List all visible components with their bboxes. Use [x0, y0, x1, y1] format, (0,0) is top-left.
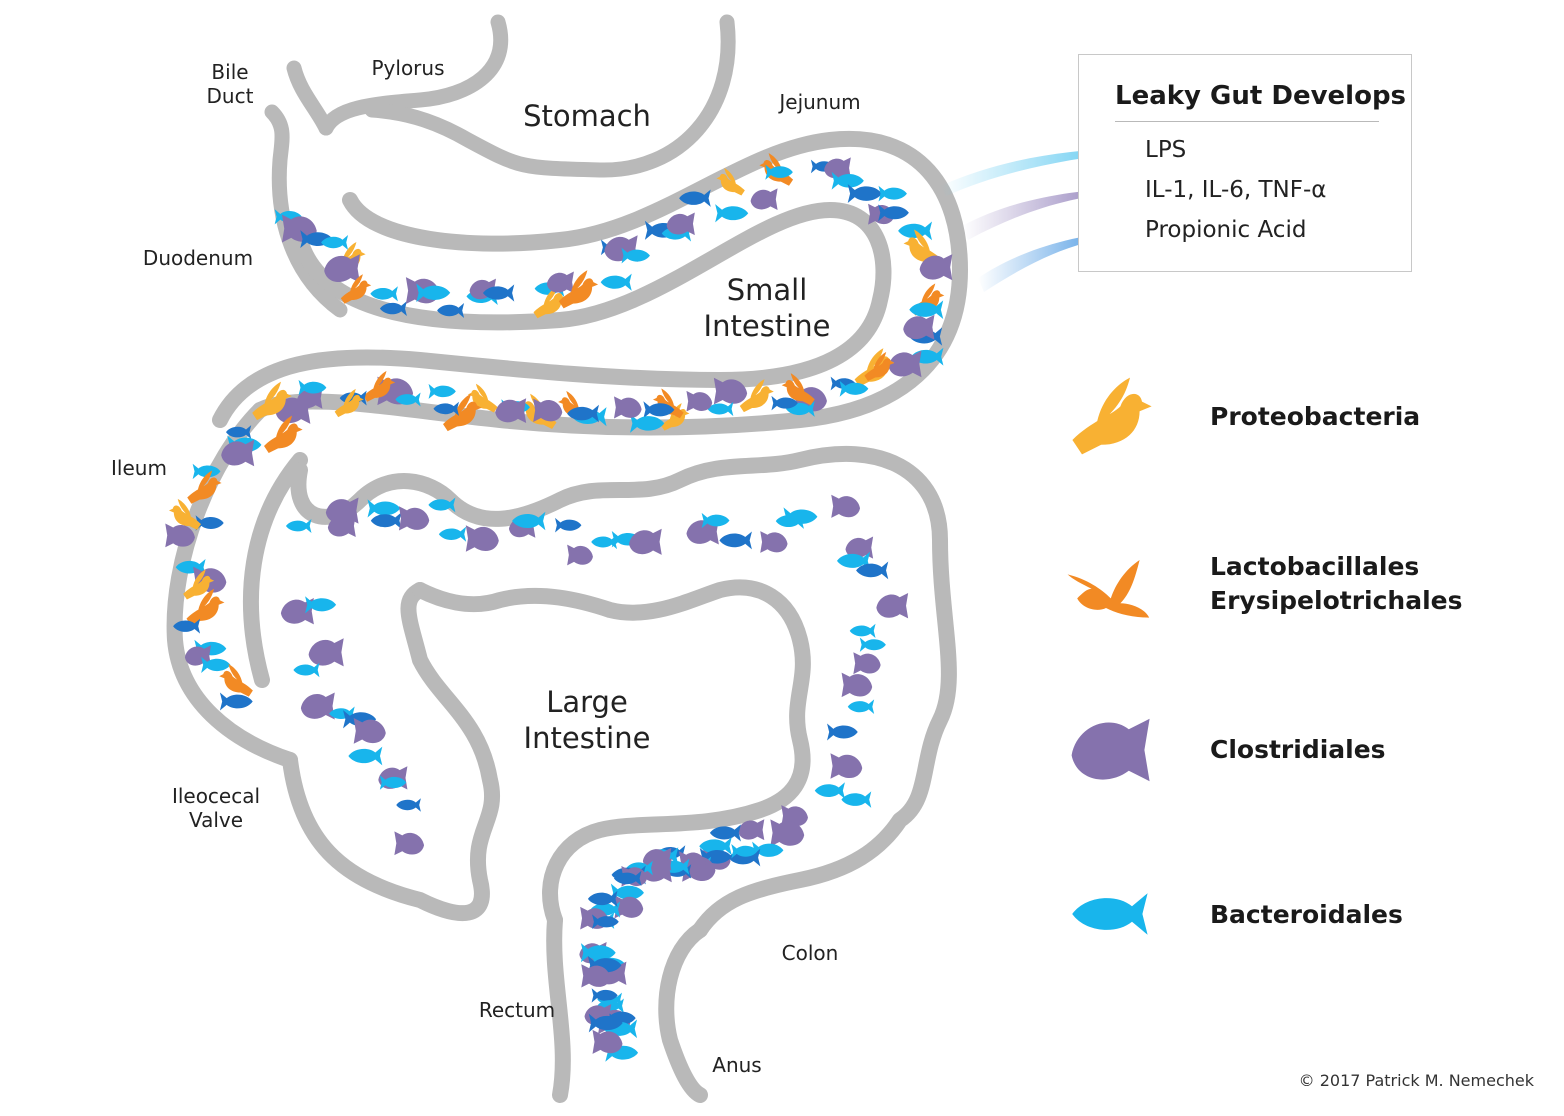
clostridiales-icon	[686, 390, 713, 412]
clostridiales-icon	[495, 398, 527, 423]
ileocecal-valve-label: Ileocecal Valve	[171, 784, 261, 832]
bacteroidales-icon	[293, 662, 320, 678]
clostridiales-icon	[831, 494, 861, 518]
bacteroidales-icon	[719, 531, 752, 550]
legend-proteobacteria-label: Proteobacteria	[1210, 402, 1421, 431]
callout-item-lps: LPS	[1145, 137, 1187, 163]
clostridiales-icon	[666, 212, 695, 236]
small-intestine-label: Small Intestine	[703, 273, 831, 343]
bacteroidales-icon	[847, 699, 875, 714]
bacteroidales-icon	[438, 526, 467, 542]
legend-icons	[1067, 377, 1152, 935]
callout-divider	[1115, 121, 1379, 122]
gut-wall	[166, 14, 968, 1103]
clostridiales-icon	[465, 525, 499, 552]
bacteroidales-icon	[878, 185, 907, 202]
bacteroidales-icon	[600, 273, 632, 291]
bile-duct-label: Bile Duct	[206, 60, 254, 108]
callout-item-propionic-acid: Propionic Acid	[1145, 217, 1307, 243]
clostridiales-icon	[533, 398, 563, 422]
bacteroidales-icon	[859, 637, 886, 652]
clostridiales-icon	[394, 831, 425, 856]
clostridiales-icon	[888, 350, 922, 378]
colon-label: Colon	[781, 941, 839, 965]
bacteroidales-icon	[827, 723, 858, 741]
callout-item-cytokines: IL-1, IL-6, TNF-α	[1145, 177, 1327, 203]
bacteroidales-icon	[370, 512, 402, 530]
clostridiales-icon	[308, 638, 344, 667]
jejunum-label: Jejunum	[779, 90, 861, 114]
bacteroidales-icon	[715, 204, 749, 223]
bird-icon	[1072, 377, 1152, 455]
clostridiales-icon	[841, 672, 873, 698]
clostridiales-icon	[830, 753, 863, 779]
bacteroidales-icon	[814, 782, 845, 799]
leaky-gut-callout: Leaky Gut Develops LPS IL-1, IL-6, TNF-α…	[1078, 54, 1412, 272]
copyright: © 2017 Patrick M. Nemechek	[1298, 1071, 1534, 1090]
clostridiales-icon	[353, 718, 386, 744]
clostridiales-icon	[853, 652, 881, 675]
legend-lactobacillales-label: Lactobacillales Erysipelotrichales	[1210, 552, 1463, 615]
bacteroidales-icon	[849, 623, 876, 639]
pylorus-label: Pylorus	[371, 56, 445, 80]
legend-bacteroidales-label: Bacteroidales	[1210, 900, 1403, 929]
large-intestine-label: Large Intestine	[523, 685, 651, 755]
legend-clostridiales-label: Clostridiales	[1210, 735, 1386, 764]
ileum-label: Ileum	[111, 456, 167, 480]
fish-icon	[1072, 893, 1148, 935]
clostridiales-icon	[750, 188, 778, 210]
clostridiales-icon	[324, 254, 360, 283]
stomach-label: Stomach	[523, 99, 651, 133]
callout-title: Leaky Gut Develops	[1115, 81, 1407, 111]
bacteroidales-icon	[841, 791, 872, 808]
clostridiales-icon	[629, 528, 662, 555]
clostridiales-icon	[325, 497, 359, 524]
rectum-label: Rectum	[478, 998, 556, 1022]
triggerfish-icon	[1071, 718, 1150, 782]
clostridiales-icon	[903, 314, 935, 340]
clostridiales-icon	[567, 544, 593, 566]
clostridiales-icon	[398, 506, 430, 531]
bacteroidales-icon	[396, 798, 421, 812]
clostridiales-icon	[876, 592, 909, 619]
bacteroidales-icon	[428, 383, 456, 399]
bacteroidales-icon	[285, 518, 312, 534]
duodenum-label: Duodenum	[142, 246, 254, 270]
bird-flying-icon	[1067, 560, 1150, 618]
clostridiales-icon	[760, 531, 788, 553]
bacteroidales-icon	[555, 517, 582, 533]
bacteroidales-icon	[348, 746, 383, 766]
clostridiales-icon	[300, 692, 335, 720]
clostridiales-icon	[613, 396, 642, 419]
clostridiales-icon	[546, 271, 574, 294]
anus-label: Anus	[712, 1053, 762, 1077]
